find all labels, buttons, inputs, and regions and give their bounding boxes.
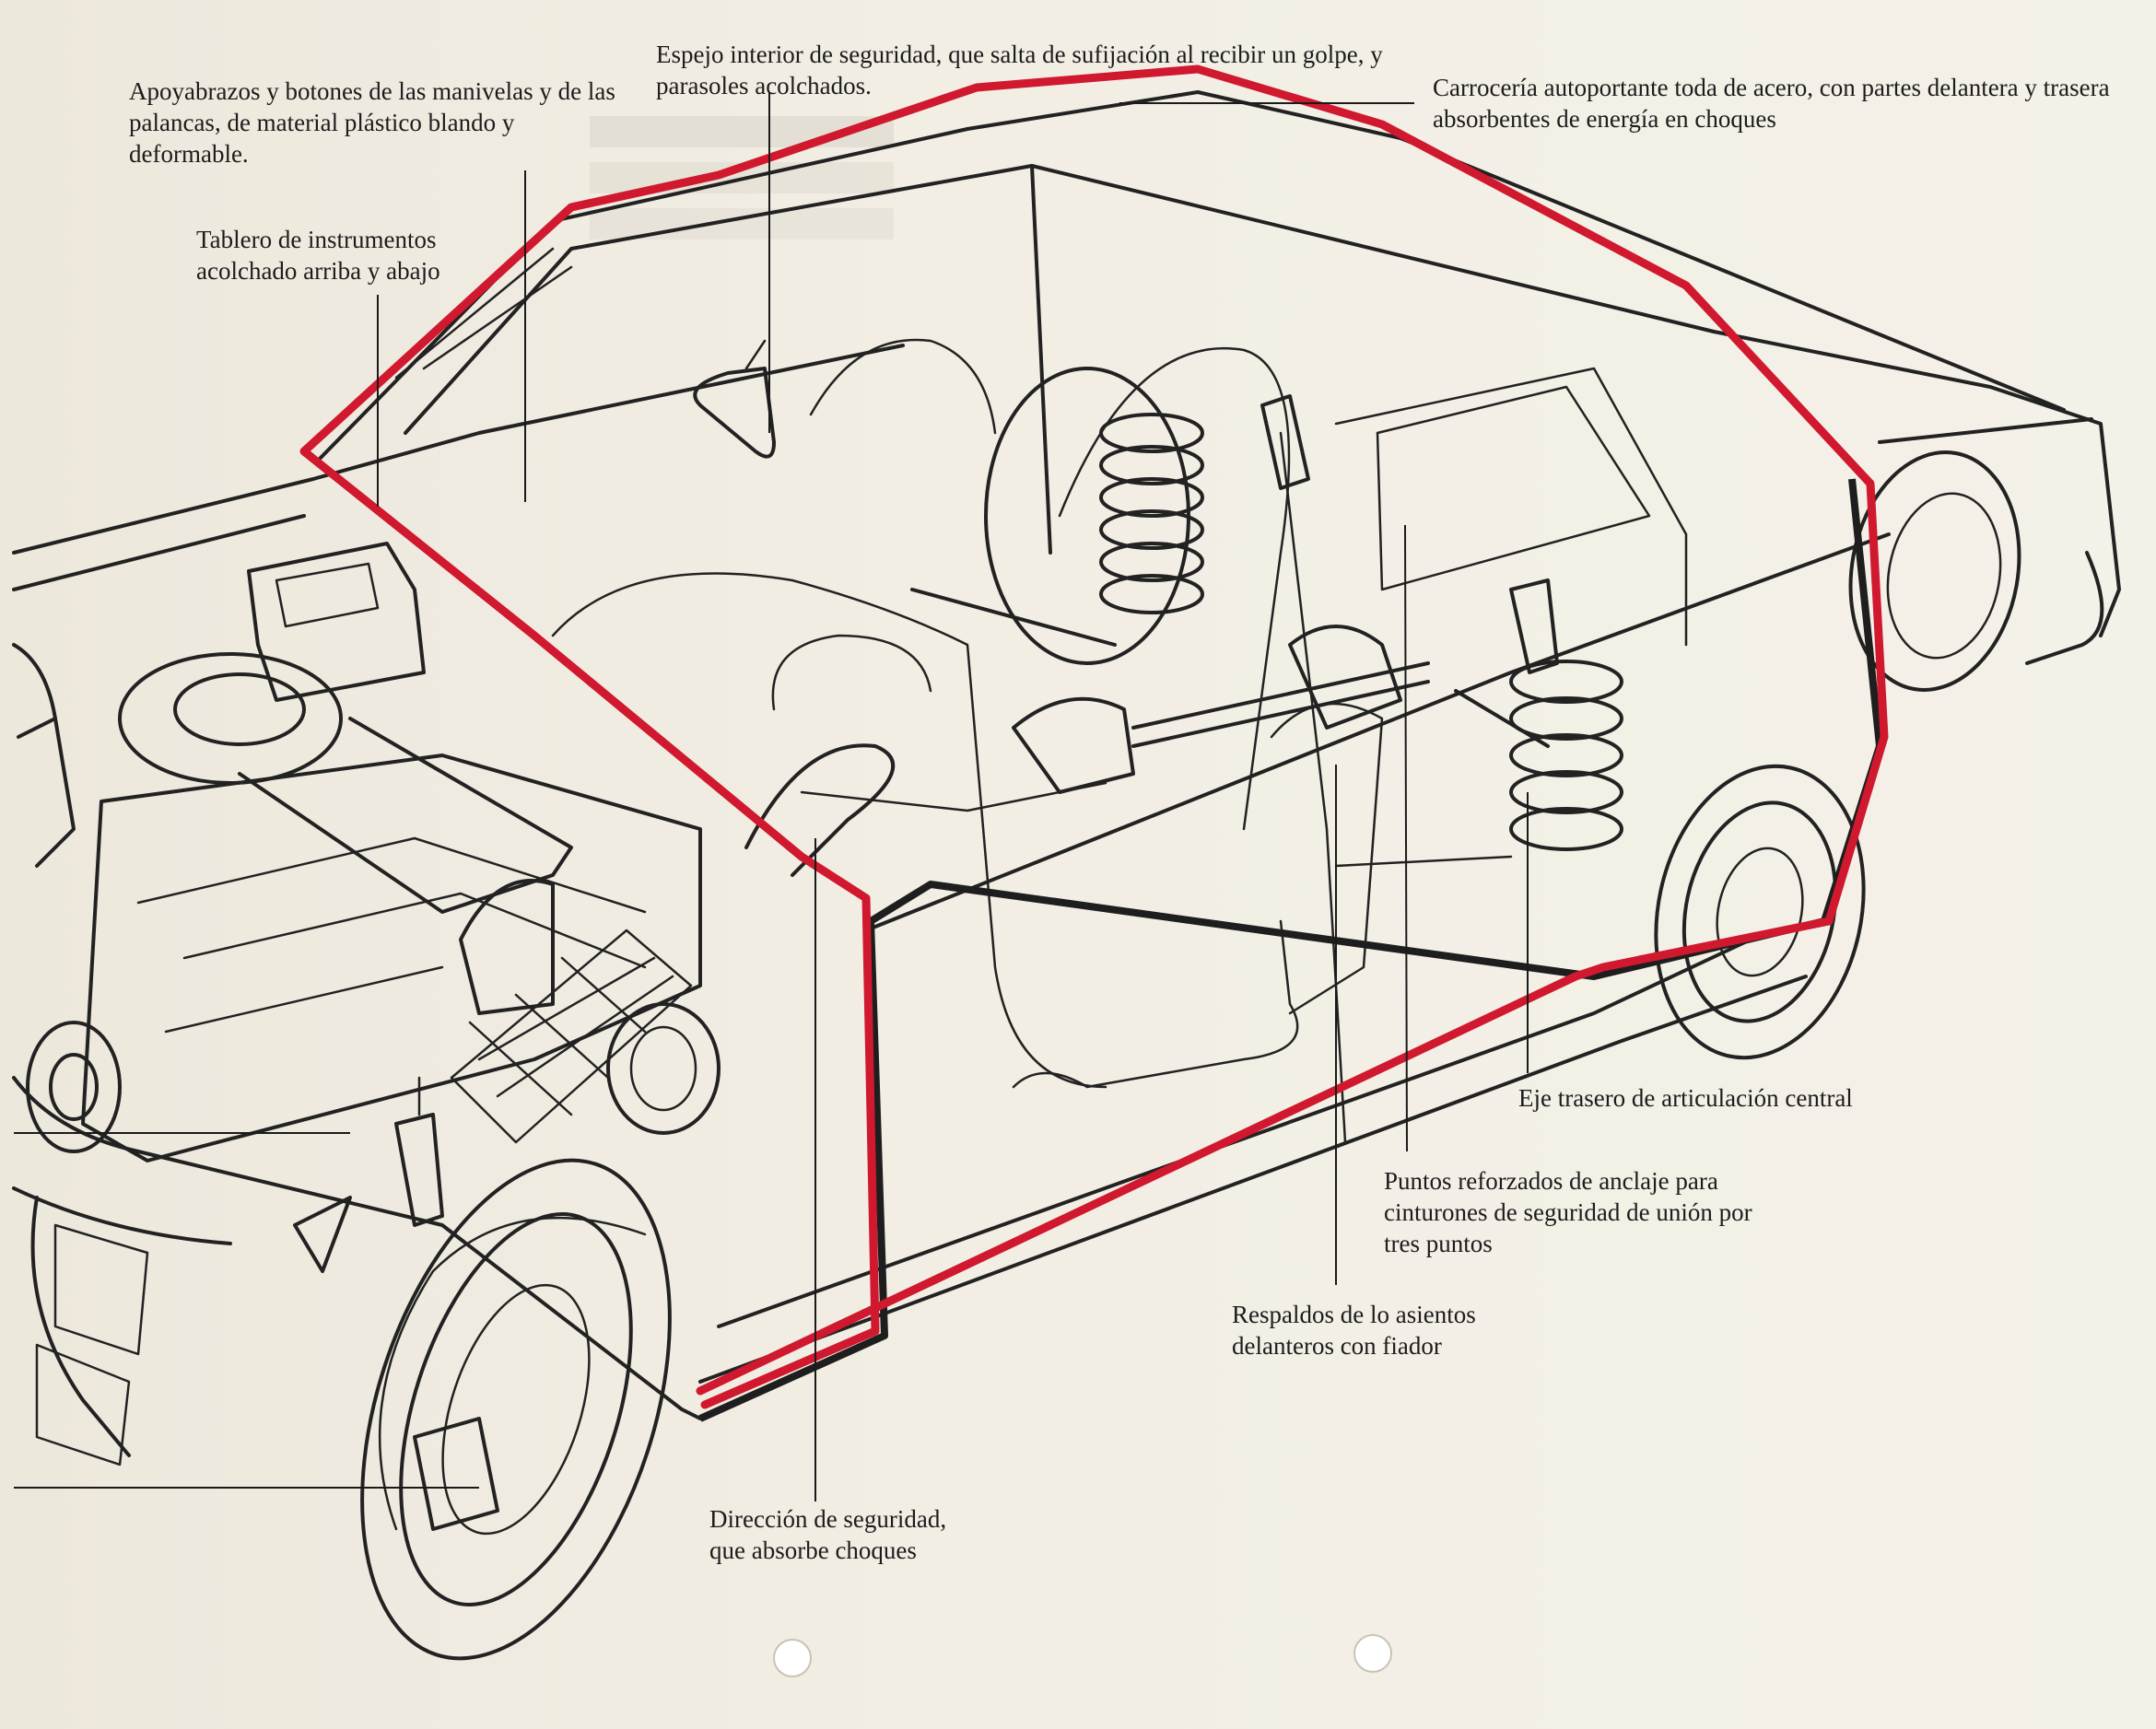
- caption-rear-axle: Eje trasero de articulación central: [1518, 1084, 1853, 1112]
- caption-body: Carrocería autoportante toda de acero, c…: [1433, 74, 2110, 133]
- rear-coil-spring-right: [1509, 660, 1623, 851]
- binder-hole-left: [773, 1639, 812, 1677]
- caption-mirror: Espejo interior de seguridad, que salta …: [656, 41, 1383, 99]
- caption-belt-anchors: Puntos reforzados de anclaje para cintur…: [1384, 1167, 1752, 1257]
- car-body-linework: [12, 90, 2121, 1661]
- leader-belt-anchors: [1404, 524, 1408, 1152]
- safety-cage-outline: [299, 64, 1889, 1422]
- leader-lines: [14, 92, 1529, 1501]
- rear-coil-spring: [1099, 413, 1204, 614]
- binder-hole-right: [1353, 1634, 1392, 1673]
- caption-steering: Dirección de seguridad, que absorbe choq…: [709, 1505, 947, 1564]
- caption-armrests: Apoyabrazos y botones de las manivelas y…: [129, 77, 615, 168]
- caption-dashboard: Tablero de instrumentos acolchado arriba…: [196, 226, 440, 285]
- caption-seatbacks: Respaldos de lo asientos delanteros con …: [1232, 1301, 1476, 1360]
